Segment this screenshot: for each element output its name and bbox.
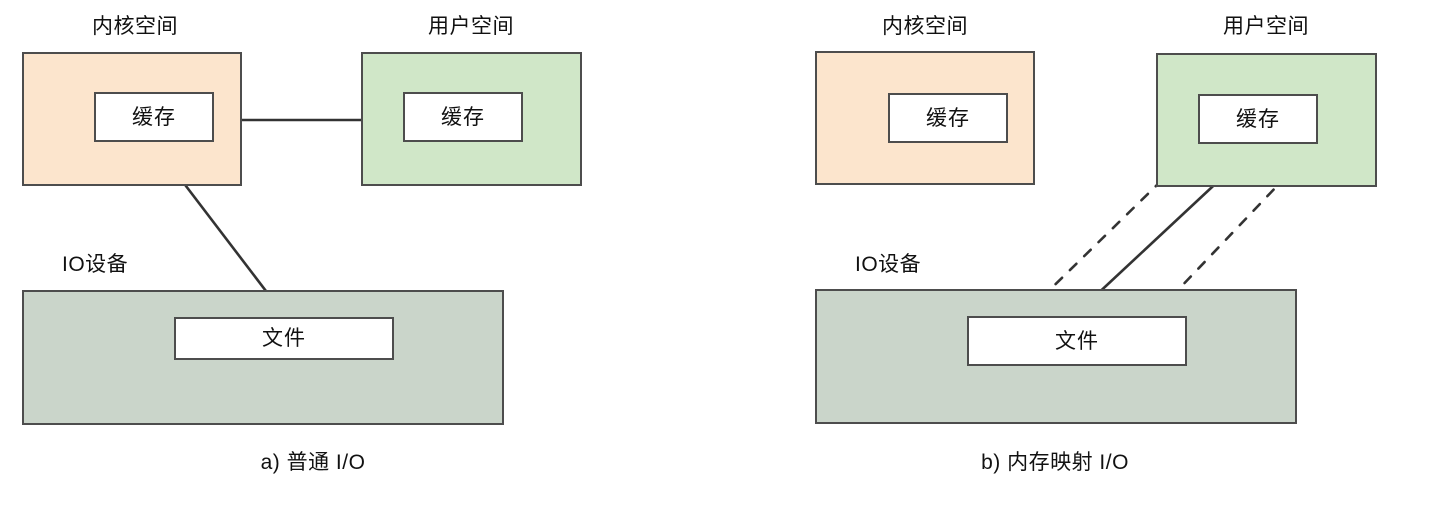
panel-a-file-box[interactable]: 文件 (174, 317, 394, 360)
panel-a-io-label: IO设备 (62, 253, 129, 276)
panel-b-kernel-label: 内核空间 (882, 15, 968, 38)
panel-b-caption: b) 内存映射 I/O (981, 451, 1129, 474)
panel-a-kernel-cache-box[interactable]: 缓存 (94, 92, 214, 142)
panel-a-kernel-label: 内核空间 (92, 15, 178, 38)
panel-a-caption: a) 普通 I/O (260, 451, 366, 474)
panel-b-user-region: 缓存 (1156, 53, 1377, 187)
panel-b-file-box[interactable]: 文件 (967, 316, 1187, 366)
panel-b-kernel-cache-box[interactable]: 缓存 (888, 93, 1008, 143)
panel-b-io-label: IO设备 (855, 253, 922, 276)
panel-b-io-region: 文件 (815, 289, 1297, 424)
panel-a-user-cache-box[interactable]: 缓存 (403, 92, 523, 142)
panel-b-kernel-region: 缓存 (815, 51, 1035, 185)
panel-b-user-cache-box[interactable]: 缓存 (1198, 94, 1318, 144)
panel-a-user-label: 用户空间 (428, 15, 514, 38)
panel-a-kernel-region: 缓存 (22, 52, 242, 186)
panel-b-user-label: 用户空间 (1223, 15, 1309, 38)
panel-a-io-region: 文件 (22, 290, 504, 425)
panel-a-user-region: 缓存 (361, 52, 582, 186)
